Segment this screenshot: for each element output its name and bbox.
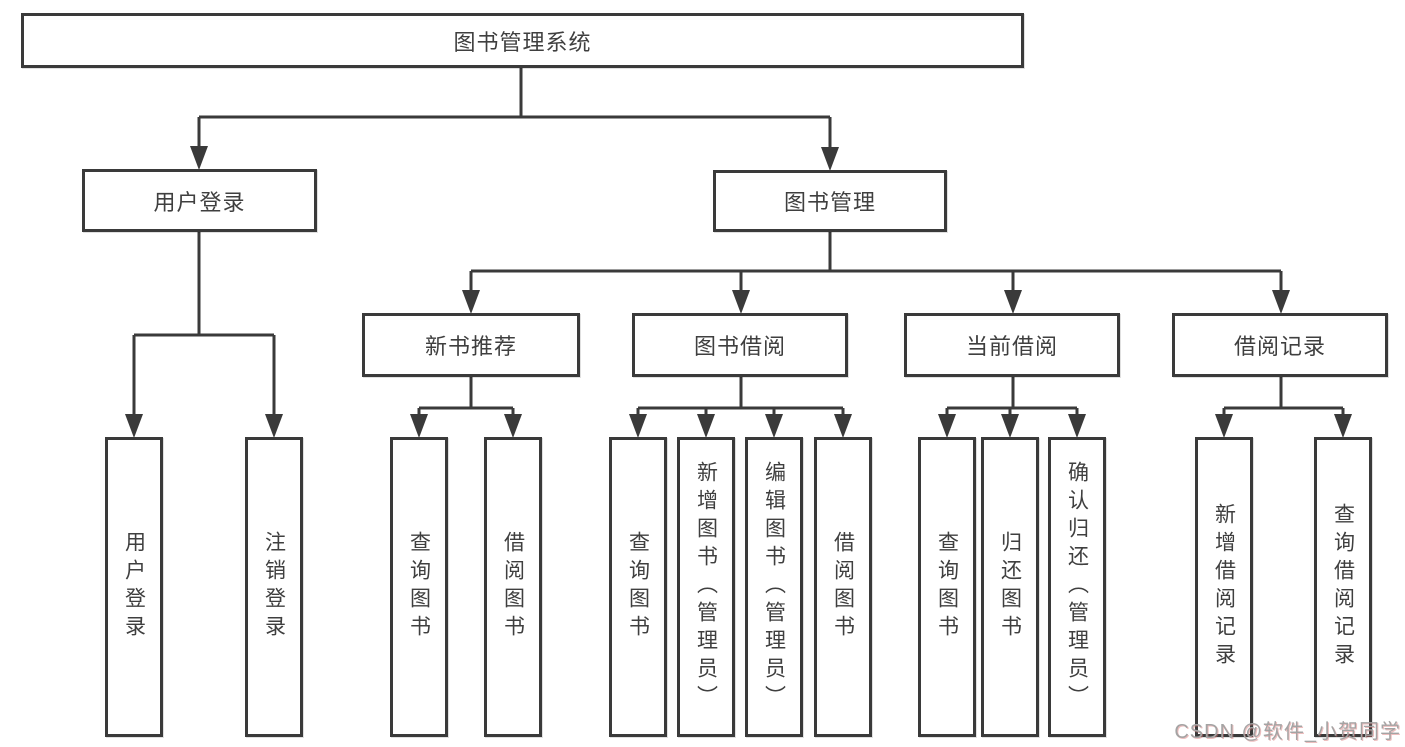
edge-current-children [938,377,1086,438]
leaf-recommend-borrow-books: 借阅图书 [484,437,542,737]
leaf-confirm-return-admin: 确认归还（管理员） [1048,437,1106,737]
leaf-user-login: 用户登录 [105,437,163,737]
leaf-current-query-books: 查询图书 [918,437,976,737]
edge-records-children [1215,377,1352,438]
edge-root-to-level2 [190,68,839,171]
leaf-borrow-query-books: 查询图书 [609,437,667,737]
leaf-add-borrow-record: 新增借阅记录 [1195,437,1253,737]
node-library-management-system: 图书管理系统 [21,13,1024,68]
node-book-management: 图书管理 [713,170,947,232]
leaf-return-books: 归还图书 [981,437,1039,737]
leaf-add-book-admin: 新增图书（管理员） [677,437,735,737]
node-current-borrow: 当前借阅 [904,313,1120,377]
node-borrow-records: 借阅记录 [1172,313,1388,377]
edge-user-login-children [125,232,283,438]
leaf-edit-book-admin: 编辑图书（管理员） [745,437,803,737]
leaf-borrow-borrow-books: 借阅图书 [814,437,872,737]
node-new-book-recommend: 新书推荐 [362,313,580,377]
leaf-recommend-query-books: 查询图书 [390,437,448,737]
node-user-login: 用户登录 [82,169,317,232]
leaf-query-borrow-record: 查询借阅记录 [1314,437,1372,737]
edge-borrow-children [629,377,852,438]
edge-recommend-children [410,377,522,438]
csdn-watermark: CSDN @软件_小贺同学 [1174,721,1401,743]
leaf-logout: 注销登录 [245,437,303,737]
node-book-borrow: 图书借阅 [632,313,848,377]
edge-book-management-children [462,232,1290,314]
